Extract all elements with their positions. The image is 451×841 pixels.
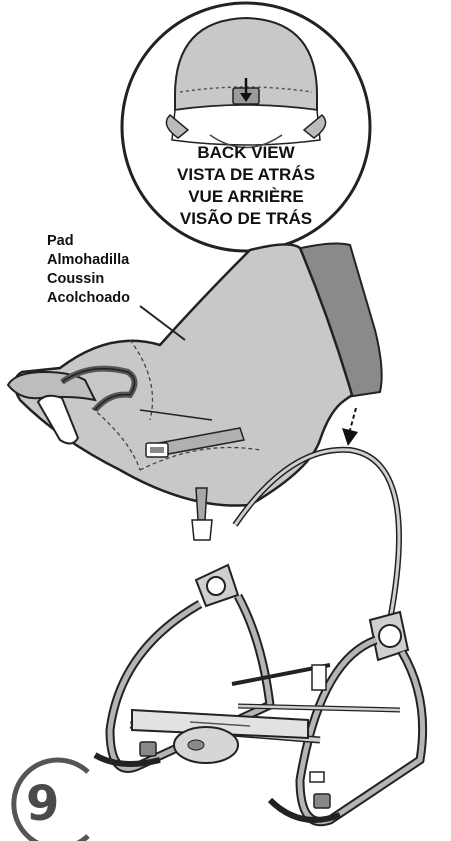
pad-label-es: Almohadilla	[47, 252, 130, 268]
back-view-pad-illustration	[165, 16, 327, 149]
pad-label-fr: Coussin	[47, 271, 104, 287]
pad-leader-line	[139, 305, 186, 341]
back-view-label-pt: VISÃO DE TRÁS	[180, 208, 312, 228]
pad-label: Pad Almohadilla Coussin Acolchoado	[47, 233, 130, 306]
seat-pad	[6, 242, 383, 541]
step-number: 9	[26, 776, 59, 832]
back-view-label-es: VISTA DE ATRÁS	[177, 165, 315, 184]
pad-label-en: Pad	[47, 233, 74, 249]
back-view-label-fr: VUE ARRIÈRE	[188, 187, 304, 206]
back-view-label-en: BACK VIEW	[197, 143, 295, 162]
back-view-inset: BACK VIEW VISTA DE ATRÁS VUE ARRIÈRE VIS…	[120, 1, 372, 253]
pad-label-pt: Acolchoado	[47, 290, 130, 306]
step-number-badge: 9	[11, 757, 90, 841]
rocker-frame	[93, 446, 428, 826]
